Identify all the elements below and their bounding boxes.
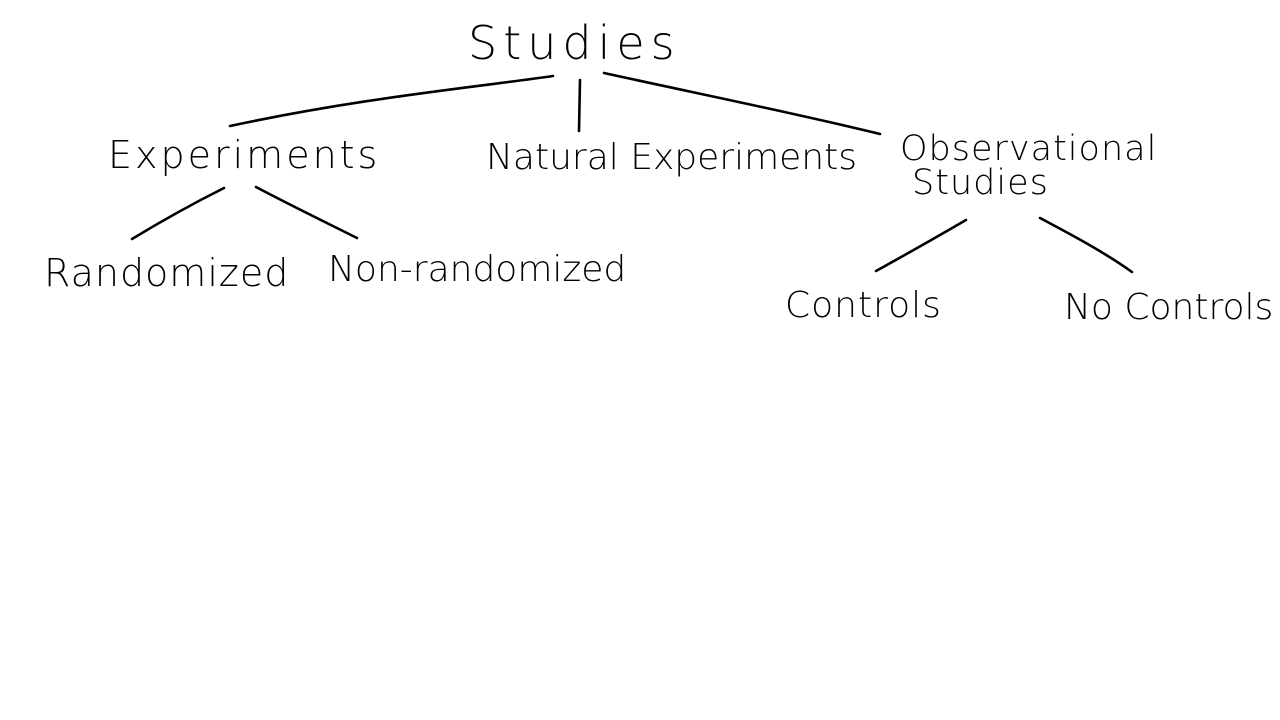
node-experiments: Experiments (108, 133, 381, 177)
node-studies: Studies (468, 16, 681, 70)
edge-observational-controls (874, 218, 968, 273)
node-natural-experiments: Natural Experiments (486, 137, 857, 178)
edge-studies-observational (602, 71, 882, 136)
node-non-randomized: Non-randomized (328, 249, 627, 290)
node-randomized: Randomized (44, 251, 290, 295)
edge-studies-natural-experiments (577, 78, 582, 133)
edge-studies-experiments (228, 74, 555, 128)
node-controls: Controls (785, 285, 942, 326)
node-observational-line-2: Studies (912, 163, 1049, 203)
edge-experiments-randomized (130, 186, 226, 241)
edge-observational-nocontrols (1038, 216, 1134, 274)
node-no-controls: No Controls (1064, 287, 1274, 328)
edge-experiments-nonrandomized (254, 185, 359, 240)
node-observational-studies: Observational Studies (900, 129, 1158, 203)
node-observational-line-1: Observational (900, 129, 1158, 169)
